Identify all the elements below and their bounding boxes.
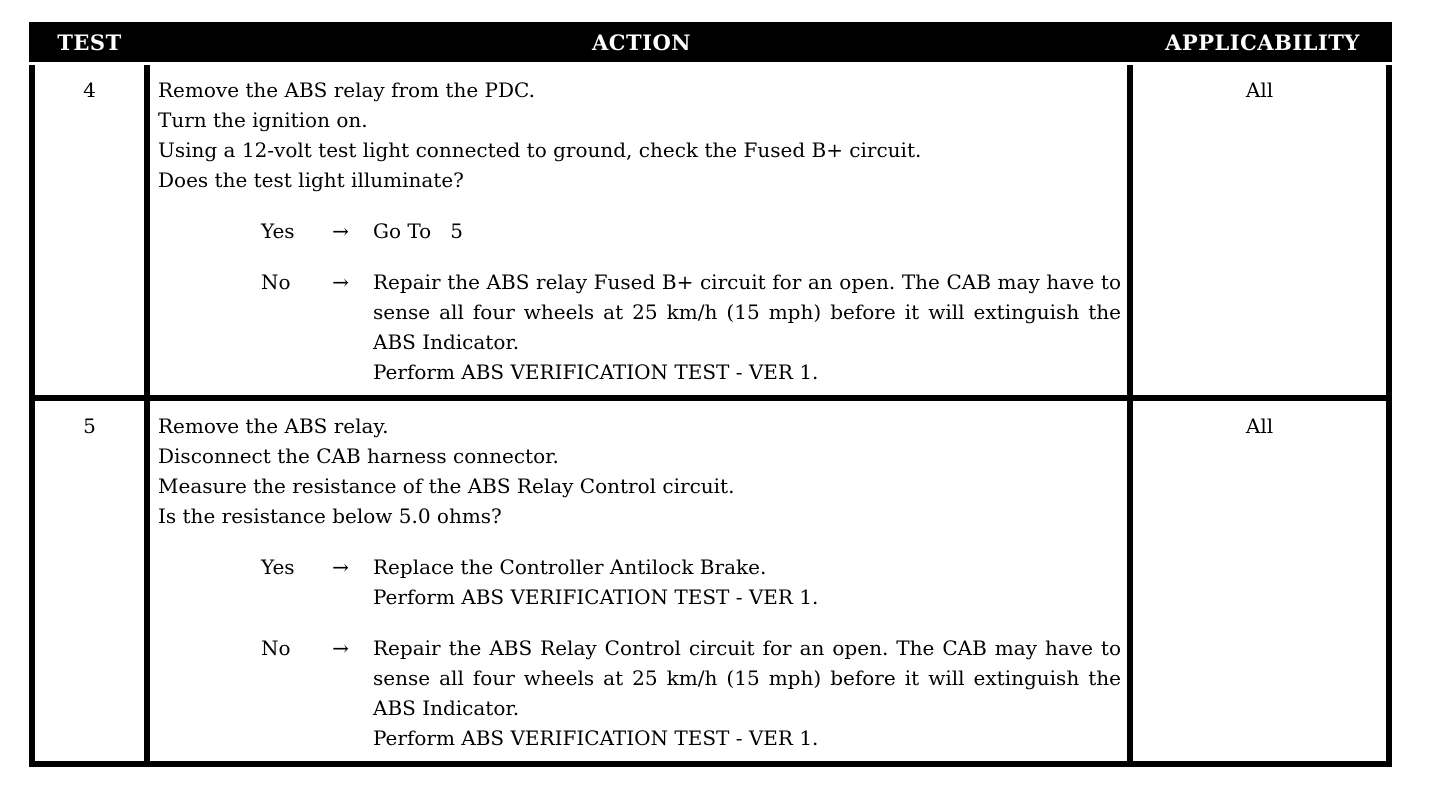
arrow-right-icon: → xyxy=(332,555,349,579)
branch-outcome-yes: Replace the Controller Antilock Brake.Pe… xyxy=(373,555,819,609)
column-header-action: ACTION xyxy=(592,29,691,55)
branch-label-yes: Yes xyxy=(261,219,295,243)
branch-yes: Yes → Go To 5 xyxy=(261,216,1121,246)
table-row-test-5: 5 Remove the ABS relay.Disconnect the CA… xyxy=(35,401,1386,761)
branch-outcome-yes: Go To 5 xyxy=(373,219,463,243)
branch-no: No → Repair the ABS relay Fused B+ circu… xyxy=(261,267,1121,387)
action-cell: Remove the ABS relay from the PDC.Turn t… xyxy=(150,65,1133,395)
table-header-row: TEST ACTION APPLICABILITY xyxy=(29,22,1392,62)
branch-no: No → Repair the ABS Relay Control circui… xyxy=(261,633,1121,753)
action-cell: Remove the ABS relay.Disconnect the CAB … xyxy=(150,401,1133,761)
test-number-cell: 4 xyxy=(35,65,150,395)
branch-label-yes: Yes xyxy=(261,555,295,579)
test-number-cell: 5 xyxy=(35,401,150,761)
table-body: 4 Remove the ABS relay from the PDC.Turn… xyxy=(29,65,1392,767)
arrow-right-icon: → xyxy=(332,219,349,243)
branch-yes: Yes → Replace the Controller Antilock Br… xyxy=(261,552,1121,612)
column-header-applicability: APPLICABILITY xyxy=(1165,29,1360,55)
branch-outcome-no: Repair the ABS Relay Control circuit for… xyxy=(373,636,1121,750)
arrow-right-icon: → xyxy=(332,270,349,294)
diagnostic-test-table: TEST ACTION APPLICABILITY 4 Remove the A… xyxy=(29,22,1392,767)
applicability-cell: All xyxy=(1245,414,1274,438)
applicability-cell: All xyxy=(1245,78,1274,102)
branch-label-no: No xyxy=(261,270,291,294)
table-row-test-4: 4 Remove the ABS relay from the PDC.Turn… xyxy=(35,65,1386,401)
action-question-lines: Remove the ABS relay.Disconnect the CAB … xyxy=(158,414,735,528)
action-question-lines: Remove the ABS relay from the PDC.Turn t… xyxy=(158,78,922,192)
branch-outcome-no: Repair the ABS relay Fused B+ circuit fo… xyxy=(373,270,1121,384)
branch-label-no: No xyxy=(261,636,291,660)
column-header-test: TEST xyxy=(57,29,122,55)
arrow-right-icon: → xyxy=(332,636,349,660)
